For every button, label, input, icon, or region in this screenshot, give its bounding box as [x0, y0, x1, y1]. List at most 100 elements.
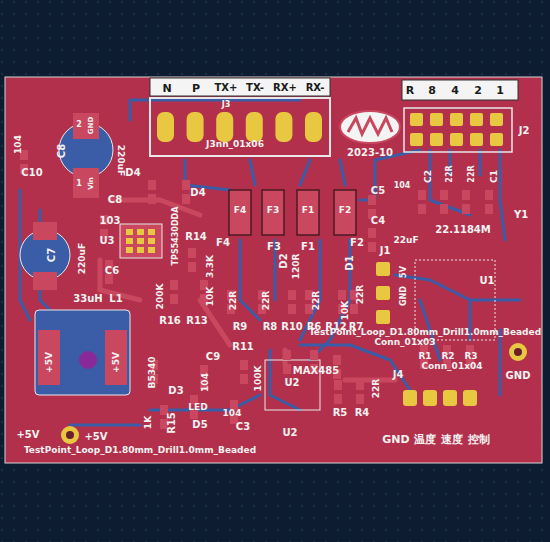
pad: [338, 290, 346, 300]
silk-label: GND: [382, 434, 409, 445]
pcb-shape: [66, 431, 74, 439]
pad: [368, 195, 376, 205]
silk-label: +5V: [84, 432, 107, 442]
pad: [410, 113, 423, 126]
pad: [170, 294, 178, 304]
pad: [490, 113, 503, 126]
silk-label: GND: [400, 286, 408, 306]
silk-label: 22R: [446, 165, 454, 182]
pcb-shape: [500, 150, 505, 240]
pad: [170, 280, 178, 290]
pcb-shape: [185, 160, 230, 190]
pad: [334, 380, 342, 390]
pad: [148, 247, 155, 253]
silk-label: 1: [496, 85, 504, 96]
pcb-shape: [479, 150, 482, 175]
silk-label: 1: [76, 180, 82, 188]
silk-label: 104: [14, 135, 23, 154]
pad: [485, 204, 493, 214]
ic-u3: [120, 224, 162, 258]
test-points: [61, 343, 527, 444]
silk-label: U2: [284, 378, 299, 388]
silk-label: TestPoint_Loop_D1.80mm_Drill1.0mm_Beaded: [309, 328, 541, 337]
pad: [148, 180, 156, 190]
pcb-shape: [73, 168, 99, 198]
pcb-shape: [61, 426, 79, 444]
pcb-shape: [35, 310, 130, 395]
pad: [450, 113, 463, 126]
pcb-shape: [250, 160, 255, 185]
pad: [148, 229, 155, 235]
silk-label: C8: [108, 195, 122, 205]
pcb-shape: [38, 330, 60, 385]
pad: [275, 112, 292, 142]
silk-label: 103: [100, 216, 121, 226]
pcb-shape: [150, 98, 330, 156]
silk-label: F3: [267, 242, 281, 252]
silk-label: D3: [168, 386, 183, 396]
silk-label: D4: [190, 188, 205, 198]
pad: [440, 190, 448, 200]
pcb-shape: [229, 190, 251, 235]
pad: [423, 390, 437, 406]
silk-label: TX+: [215, 83, 238, 93]
silk-label: +5V: [45, 352, 54, 373]
pad: [137, 247, 144, 253]
pad: [310, 350, 318, 360]
pad: [305, 112, 322, 142]
pad: [246, 112, 263, 142]
pad: [403, 390, 417, 406]
pad: [450, 133, 463, 146]
silk-label: C4: [371, 216, 385, 226]
header-j2: [402, 80, 518, 152]
silk-label: R4: [355, 408, 370, 418]
pad: [418, 204, 426, 214]
silk-label: F2: [350, 238, 364, 248]
silk-label: 200K: [156, 284, 165, 310]
silk-label: C7: [47, 248, 57, 262]
silk-label: P: [192, 83, 200, 94]
pcb-shape: [150, 78, 330, 96]
silk-label: 2: [76, 121, 82, 129]
silk-label: R9: [233, 322, 248, 332]
silk-label: 22uF: [393, 236, 418, 245]
silk-label: 温度: [414, 434, 436, 445]
pad: [350, 304, 358, 314]
pad: [188, 248, 196, 258]
silk-label: Vin: [88, 177, 95, 190]
pcb-shape: [340, 111, 400, 143]
silk-label: 104: [394, 182, 411, 190]
pcb-shape: [240, 240, 260, 320]
silk-label: F2: [339, 206, 351, 215]
cap-c7: [20, 222, 70, 290]
silk-label: L1: [109, 294, 122, 304]
pcb-shape: [334, 190, 356, 235]
pad: [410, 133, 423, 146]
silk-label: N: [162, 83, 171, 94]
pad: [356, 380, 364, 390]
pad: [470, 113, 483, 126]
pcb-shape: [120, 224, 162, 258]
silk-label: F4: [216, 238, 230, 248]
pcb-shape: [499, 330, 502, 395]
silk-label: R14: [185, 232, 207, 242]
silk-label: B5340: [148, 357, 157, 389]
silk-label: MAX485: [293, 366, 339, 376]
silk-label: R: [406, 85, 414, 96]
pad: [430, 133, 443, 146]
pcb-shape: [509, 343, 527, 361]
pcb-shape: [514, 348, 522, 356]
silk-label: D4: [125, 168, 140, 178]
silk-label: C2: [424, 170, 433, 183]
silk-label: R11: [232, 342, 254, 352]
silk-label: RX-: [306, 83, 325, 93]
silk-label: R15: [167, 412, 177, 434]
silk-label: C10: [21, 168, 42, 178]
silk-label: 104: [201, 373, 210, 392]
silk-label: 10K: [341, 301, 350, 321]
pad: [368, 242, 376, 252]
silk-label: F3: [267, 206, 279, 215]
connector-j3: [150, 78, 330, 156]
